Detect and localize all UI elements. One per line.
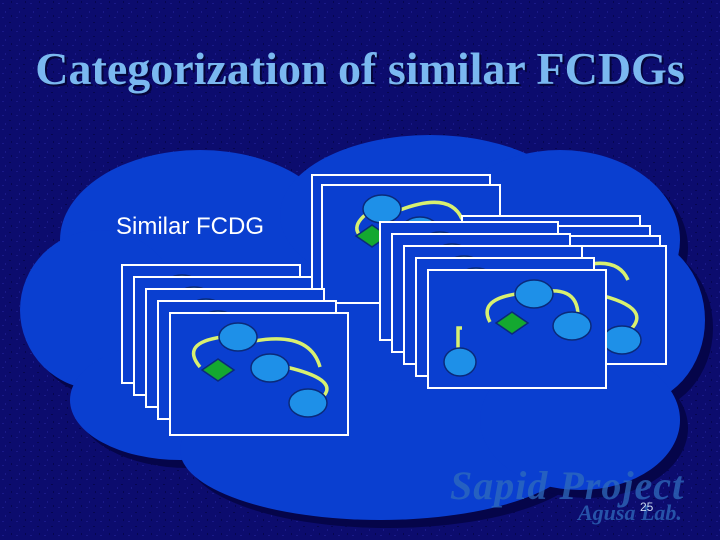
slide-title: Categorization of similar FCDGs xyxy=(35,43,685,94)
page-number: 25 xyxy=(640,500,654,514)
fcdg-stack-middle xyxy=(378,220,607,389)
sapid-project-logo: Sapid Project xyxy=(450,463,685,508)
cloud-label: Similar FCDG xyxy=(116,213,264,240)
fcdg-stack-left xyxy=(120,263,349,436)
agusa-lab-logo: Agusa Lab. xyxy=(578,500,682,525)
